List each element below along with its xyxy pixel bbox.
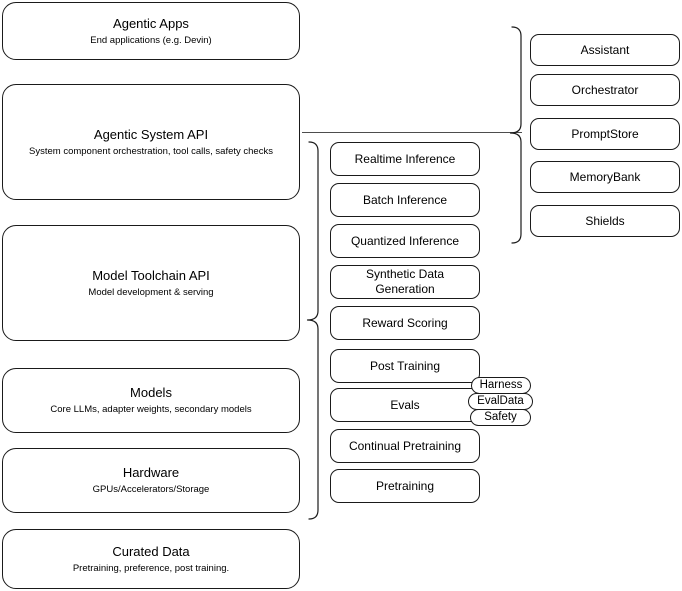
capability-continual-pretraining[interactable]: Continual Pretraining — [330, 429, 480, 463]
system-component-promptstore[interactable]: PromptStore — [530, 118, 680, 150]
capability-synthetic-data-generation[interactable]: Synthetic Data Generation — [330, 265, 480, 299]
stack-layer-title: Agentic System API — [93, 126, 209, 142]
stack-layer-subtitle: End applications (e.g. Devin) — [90, 34, 212, 46]
capability-realtime-inference[interactable]: Realtime Inference — [330, 142, 480, 176]
stack-layer-subtitle: GPUs/Accelerators/Storage — [92, 484, 210, 495]
capability-reward-scoring[interactable]: Reward Scoring — [330, 306, 480, 340]
stack-layer-subtitle: Pretraining, preference, post training. — [72, 562, 230, 574]
stack-layer-title: Curated Data — [112, 543, 190, 559]
stack-layer-subtitle: Model development & serving — [88, 286, 214, 298]
stack-layer-title: Model Toolchain API — [92, 267, 210, 283]
stack-layer-agentic-apps[interactable]: Agentic Apps End applications (e.g. Devi… — [2, 2, 300, 60]
capability-pretraining[interactable]: Pretraining — [330, 469, 480, 503]
stack-layer-agentic-system-api[interactable]: Agentic System API System component orch… — [2, 84, 300, 200]
brace-toolchain-capabilities — [306, 141, 319, 520]
stack-layer-title: Models — [130, 385, 172, 400]
system-component-orchestrator[interactable]: Orchestrator — [530, 74, 680, 106]
stack-layer-model-toolchain-api[interactable]: Model Toolchain API Model development & … — [2, 225, 300, 341]
capability-post-training[interactable]: Post Training — [330, 349, 480, 383]
capability-batch-inference[interactable]: Batch Inference — [330, 183, 480, 217]
eval-badge-safety[interactable]: Safety — [470, 409, 531, 426]
stack-layer-subtitle: Core LLMs, adapter weights, secondary mo… — [50, 404, 252, 415]
connector-system-api-to-components — [302, 132, 522, 133]
stack-layer-title: Agentic Apps — [113, 15, 189, 31]
brace-system-components — [509, 26, 522, 244]
eval-badge-harness[interactable]: Harness — [471, 377, 531, 394]
capability-evals[interactable]: Evals — [330, 388, 480, 422]
stack-layer-title: Hardware — [122, 465, 180, 480]
capability-quantized-inference[interactable]: Quantized Inference — [330, 224, 480, 258]
stack-layer-subtitle: System component orchestration, tool cal… — [29, 145, 273, 157]
system-component-assistant[interactable]: Assistant — [530, 34, 680, 66]
stack-layer-hardware[interactable]: Hardware GPUs/Accelerators/Storage — [2, 448, 300, 513]
system-component-memorybank[interactable]: MemoryBank — [530, 161, 680, 193]
stack-layer-models[interactable]: Models Core LLMs, adapter weights, secon… — [2, 368, 300, 433]
system-component-shields[interactable]: Shields — [530, 205, 680, 237]
stack-layer-curated-data[interactable]: Curated Data Pretraining, preference, po… — [2, 529, 300, 589]
eval-badge-evaldata[interactable]: EvalData — [468, 393, 533, 410]
